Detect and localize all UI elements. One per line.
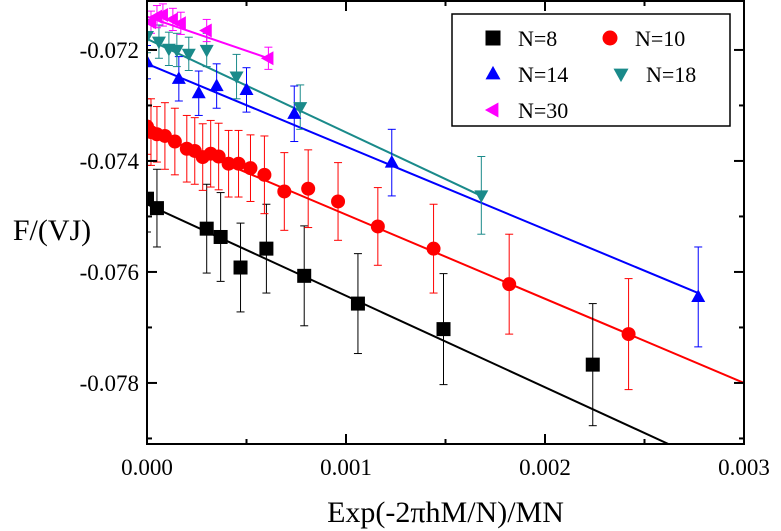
point-n10 — [243, 161, 258, 176]
point-n14 — [191, 85, 206, 99]
legend-label-n18: N=18 — [646, 62, 696, 87]
point-n8 — [147, 191, 154, 206]
point-n10 — [331, 194, 346, 209]
fit-line-n14 — [147, 62, 699, 294]
legend: N=8 N=10N=14 N=18N=30 — [451, 13, 731, 127]
fit-line-n18 — [147, 37, 482, 197]
point-n18 — [147, 31, 154, 44]
point-n30 — [155, 7, 168, 22]
y-tick-label: -0.078 — [80, 371, 139, 396]
point-n18 — [169, 44, 184, 58]
point-n14 — [171, 71, 186, 84]
legend-label-n14: N=14 — [518, 62, 568, 87]
y-axis-label: F/(VJ) — [13, 214, 91, 247]
point-n18 — [229, 71, 244, 85]
point-n8 — [233, 260, 248, 275]
y-tick-label: -0.074 — [80, 149, 140, 174]
fit-line-n30 — [147, 15, 269, 60]
point-n18 — [181, 48, 196, 62]
point-n18 — [199, 44, 214, 58]
point-n10 — [167, 134, 182, 149]
point-n10 — [231, 156, 246, 171]
point-n10 — [426, 241, 441, 256]
point-n10 — [277, 184, 292, 199]
y-tick-label: -0.072 — [80, 38, 139, 63]
point-n8 — [436, 322, 451, 337]
point-n14 — [209, 78, 224, 92]
point-n10 — [502, 277, 517, 292]
point-n8 — [259, 241, 274, 256]
point-n8 — [149, 201, 164, 216]
point-n30 — [173, 16, 186, 31]
point-n14 — [691, 289, 706, 302]
point-n8 — [585, 357, 600, 372]
x-axis-label: Exp(-2πhM/N)/MN — [327, 496, 564, 529]
x-tick-label: 0.001 — [320, 455, 372, 480]
legend-label-n10: N=10 — [635, 26, 685, 51]
point-n14 — [287, 106, 302, 119]
x-tick-label: 0.002 — [519, 455, 571, 480]
point-n10 — [301, 181, 316, 196]
legend-marker-n14 — [485, 65, 501, 80]
point-n14 — [239, 82, 254, 95]
point-n30 — [260, 51, 274, 66]
point-n18 — [151, 36, 166, 50]
fit-line-n8 — [147, 203, 669, 444]
legend-label-n8: N=8 — [518, 26, 557, 51]
point-n18 — [293, 102, 308, 115]
point-n14 — [384, 155, 399, 168]
legend-marker-n18 — [613, 68, 629, 83]
point-n18 — [474, 190, 489, 203]
point-n10 — [257, 167, 272, 182]
point-n8 — [350, 296, 365, 311]
point-n14 — [147, 54, 154, 68]
legend-label-n30: N=30 — [518, 98, 568, 123]
legend-marker-n10 — [602, 30, 618, 46]
point-n30 — [199, 23, 212, 38]
data-markers — [147, 7, 706, 372]
y-tick-label: -0.076 — [80, 260, 139, 285]
point-n8 — [213, 229, 228, 244]
x-tick-label: 0.003 — [718, 455, 770, 480]
legend-marker-n30 — [484, 102, 499, 118]
axis-tick-labels: 0.000 0.001 0.002 0.003 -0.078 -0.076 -0.074 -0… — [80, 38, 770, 480]
axis-ticks — [146, 1, 745, 444]
point-n10 — [221, 156, 236, 171]
point-n10 — [621, 327, 636, 342]
legend-marker-n8 — [485, 30, 501, 46]
point-n10 — [370, 219, 385, 234]
point-n8 — [199, 221, 214, 236]
point-n8 — [297, 268, 312, 283]
point-n10 — [211, 149, 226, 164]
x-tick-label: 0.000 — [121, 455, 173, 480]
